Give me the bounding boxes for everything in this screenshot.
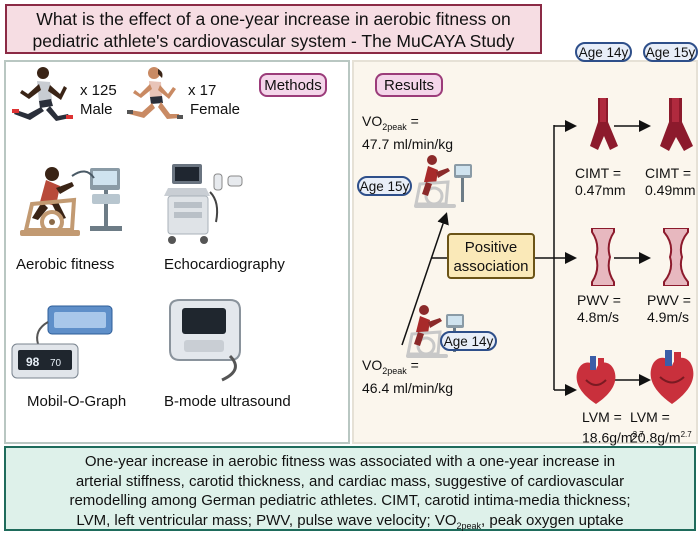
tool-echocardiography: Echocardiography — [164, 256, 285, 273]
methods-panel — [4, 60, 350, 444]
summary-line-4a: LVM, left ventricular mass; PWV, pulse w… — [76, 511, 457, 529]
vo2-top-sub: 2peak — [382, 121, 407, 132]
results-heading: Results — [375, 73, 443, 97]
vo2peak-age14: VO2peak = 46.4 ml/min/kg — [362, 357, 453, 397]
lvm-exp-15: 2.7 — [680, 430, 692, 439]
aorta-icon-15y — [663, 228, 689, 286]
methods-heading: Methods — [259, 73, 327, 97]
cyclist-age14-icon — [406, 305, 464, 358]
heart-icon-15y — [650, 350, 694, 404]
age-15y-header-badge: Age 15y — [643, 42, 698, 62]
cimt-age14: CIMT = 0.47mm — [575, 165, 626, 199]
pwv-label-14: PWV = — [577, 292, 621, 308]
pwv-label-15: PWV = — [647, 292, 691, 308]
lvm-value-14: 18.6g/m — [582, 429, 633, 446]
summary-box: One-year increase in aerobic fitness was… — [4, 446, 696, 531]
title-box: What is the effect of a one-year increas… — [5, 4, 542, 54]
cimt-label-15: CIMT = — [645, 165, 692, 181]
ultrasound-device-icon — [169, 299, 241, 382]
pwv-value-15: 4.9m/s — [647, 309, 690, 325]
summary-line-2: arterial stiffness, carotid thickness, a… — [75, 472, 625, 490]
vo2-bottom-sub: 2peak — [382, 365, 407, 376]
tool-mobil-o-graph: Mobil-O-Graph — [27, 393, 127, 410]
summary-line-4-sub: 2peak — [456, 520, 482, 531]
summary-line-1: One-year increase in aerobic fitness was… — [84, 453, 616, 470]
male-label: Male — [80, 101, 113, 118]
title-line-2: pediatric athlete's cardiovascular syste… — [32, 31, 515, 51]
summary-line-4b: , peak oxygen uptake — [481, 511, 624, 529]
cimt-age15: CIMT = 0.49mm — [645, 165, 696, 199]
cimt-value-15: 0.49mm — [645, 182, 696, 198]
female-count: x 17 — [188, 82, 217, 99]
title-line-1: What is the effect of a one-year increas… — [36, 9, 511, 29]
vo2-bottom-eq: = — [406, 357, 419, 373]
cycle-ergometer-icon — [20, 167, 122, 236]
results-connectors — [401, 120, 651, 396]
carotid-artery-icon-15y — [660, 98, 693, 151]
heart-icon — [576, 356, 616, 404]
pwv-age14: PWV = 4.8m/s — [577, 292, 621, 326]
lvm-label-15: LVM = — [630, 409, 670, 425]
positive-association-box: Positive association — [447, 233, 535, 279]
runner-female-icon — [127, 67, 183, 119]
runner-male-icon — [12, 67, 73, 121]
cyclist-age15-icon — [414, 155, 472, 208]
vo2-top-label: VO — [362, 113, 383, 129]
association-line-2: association — [453, 258, 529, 275]
vo2-bottom-value: 46.4 ml/min/kg — [362, 379, 454, 396]
tool-aerobic-fitness: Aerobic fitness — [16, 256, 115, 273]
lvm-age15: LVM = 20.8g/m2.7 — [630, 409, 692, 447]
fitness-increase-arrow — [401, 212, 449, 346]
monitor-readout-sys: 98 — [26, 355, 40, 369]
echocardiography-machine-icon — [164, 164, 243, 244]
male-count: x 125 — [80, 82, 117, 99]
summary-line-3: remodelling among German pediatric athle… — [69, 492, 631, 509]
cimt-value-14: 0.47mm — [575, 182, 626, 198]
blood-pressure-monitor-icon: 98 70 — [11, 305, 113, 379]
aorta-icon — [591, 228, 615, 286]
lvm-age14: LVM = 18.6g/m2.7 — [582, 409, 644, 447]
vo2-top-eq: = — [406, 113, 419, 129]
association-line-1: Positive — [464, 239, 518, 256]
vo2-bottom-label: VO — [362, 357, 383, 373]
lvm-value-15: 20.8g/m — [630, 429, 681, 446]
lvm-exp-14: 2.7 — [632, 430, 644, 439]
pwv-age15: PWV = 4.9m/s — [647, 292, 691, 326]
age-14y-badge: Age 14y — [440, 331, 497, 351]
pwv-value-14: 4.8m/s — [577, 309, 620, 325]
vo2-top-value: 47.7 ml/min/kg — [362, 135, 454, 152]
female-label: Female — [190, 101, 241, 118]
tool-b-mode-ultrasound: B-mode ultrasound — [164, 393, 291, 410]
lvm-label-14: LVM = — [582, 409, 622, 425]
carotid-artery-icon — [590, 98, 618, 150]
age-15y-badge: Age 15y — [357, 176, 412, 196]
monitor-readout-dia: 70 — [50, 358, 62, 369]
cimt-label-14: CIMT = — [575, 165, 622, 181]
vo2peak-age15: VO2peak = 47.7 ml/min/kg — [362, 113, 453, 153]
age-14y-header-badge: Age 14y — [575, 42, 632, 62]
